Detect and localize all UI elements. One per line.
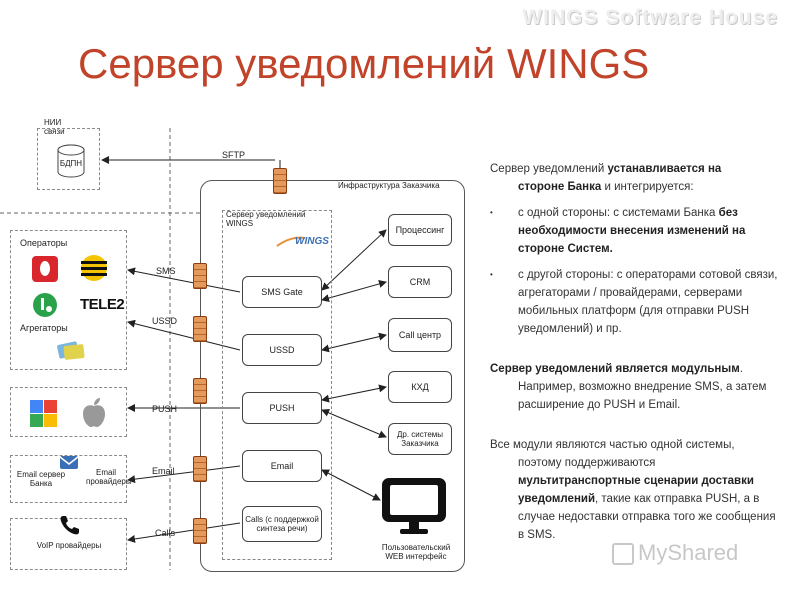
bullet-1-text: с одной стороны: с системами Банка (518, 207, 719, 219)
nii-label: НИИ связи (44, 118, 65, 137)
description-paragraph-2-cont: Например, возможно внедрение SMS, а зате… (490, 378, 780, 414)
callcenter-arrow (321, 332, 387, 353)
email-providers-label: Email провайдеры (86, 468, 132, 487)
p3-text-3: , такие как отправка PUSH, а в случае не… (518, 493, 776, 541)
firewall-icon (193, 263, 207, 289)
p2-bold: Сервер уведомлений является модульным (490, 363, 740, 375)
monitor-icon (382, 478, 446, 534)
p1-text: Сервер уведомлений (490, 163, 608, 175)
bdpn-label: БДПН (59, 159, 83, 168)
crm-arrow (321, 280, 387, 302)
system-crm: CRM (388, 266, 452, 298)
wings-swoosh-icon (276, 236, 306, 247)
page-title: Сервер уведомлений WINGS (78, 40, 650, 87)
megafon-logo-icon (33, 293, 57, 317)
p3-bold: мультитранспортные сценарии доставки уве… (518, 475, 754, 505)
watermark-text: MyShared (638, 540, 739, 565)
firewall-icon (193, 456, 207, 482)
mts-logo-icon (32, 256, 58, 282)
module-sms-gate: SMS Gate (242, 276, 322, 308)
firewall-icon (193, 316, 207, 342)
sftp-label: SFTP (222, 150, 246, 160)
module-push: PUSH (242, 392, 322, 424)
system-kxd: КХД (388, 371, 452, 403)
description-text: Сервер уведомлений устанавливается на ст… (490, 160, 780, 544)
module-email: Email (242, 450, 322, 482)
firewall-icon (193, 378, 207, 404)
p1-bold: устанавливается на (607, 163, 722, 175)
p3-text-2: поэтому поддерживаются (518, 457, 656, 469)
email-bank-label: Email сервер Банка (16, 470, 66, 489)
infra-label: Инфраструктура Заказчика (338, 181, 440, 190)
channel-ussd-label: USSD (152, 316, 178, 326)
bullet-1-bold: без необходимости внесения изменений на … (518, 207, 746, 255)
watermark: MyShared (612, 540, 738, 566)
server-label: Сервер уведомлений WINGS (226, 210, 306, 229)
phone-icon (60, 516, 79, 535)
firewall-icon (273, 168, 287, 194)
system-other: Др. системы Заказчика (388, 423, 452, 455)
module-calls: Calls (с поддержкой синтеза речи) (242, 506, 322, 542)
aggregators-label: Агрегаторы (20, 323, 68, 333)
sms-arrow (127, 267, 241, 293)
kxd-arrow (321, 384, 387, 403)
bullet-1: с одной стороны: с системами Банка без н… (490, 204, 780, 258)
email-arrow (127, 465, 241, 484)
wings-server-box (222, 210, 332, 560)
system-call-center: Call центр (388, 318, 452, 352)
p1-bold-2: стороне Банка (518, 181, 602, 193)
channel-push-label: PUSH (152, 404, 178, 414)
other-systems-arrow (321, 409, 387, 438)
beeline-logo-icon (81, 255, 107, 281)
bullet-2: с другой стороны: с операторами сотовой … (490, 266, 780, 338)
firewall-icon (193, 518, 207, 544)
p1-text-2: и интегрируется: (601, 181, 694, 193)
module-ussd: USSD (242, 334, 322, 366)
channel-email-label: Email (152, 466, 175, 476)
description-paragraph-2: Сервер уведомлений является модульным. (490, 360, 780, 378)
voip-label: VoIP провайдеры (36, 541, 102, 550)
system-processing: Процессинг (388, 214, 452, 246)
calls-arrow (127, 522, 241, 543)
description-paragraph-3: Все модули являются частью одной системы… (490, 436, 780, 454)
p2-text: Например, возможно внедрение SMS, а зате… (518, 381, 767, 411)
sms-cards-icon (57, 341, 85, 360)
operators-label: Операторы (20, 238, 68, 248)
ussd-arrow (127, 319, 241, 351)
email-box (10, 455, 127, 503)
processing-arrow (321, 229, 387, 291)
channel-calls-label: Calls (155, 528, 176, 538)
channel-sms-label: SMS (156, 266, 176, 276)
brand-watermark: WINGS Software House (522, 6, 778, 29)
description-paragraph-3-cont: поэтому поддерживаются мультитранспортны… (490, 454, 780, 544)
tele2-logo-text: TELE2 (80, 296, 125, 313)
watermark-icon (612, 543, 634, 566)
email-envelope-icon (59, 456, 79, 469)
operators-box (10, 230, 127, 370)
wings-logo-text: WINGS (295, 236, 329, 247)
google-logo-icon (30, 400, 57, 427)
web-interface-label: Пользовательский WEB интерфейс (381, 543, 451, 562)
mobile-platforms-box (10, 387, 127, 437)
p3-text: Все модули являются частью одной системы… (490, 439, 735, 451)
apple-logo-icon (83, 398, 105, 427)
p2-dot: . (739, 363, 743, 375)
bullet-2-text: с другой стороны: с операторами сотовой … (518, 269, 778, 335)
voip-box (10, 518, 127, 570)
customer-infrastructure-box (200, 180, 465, 572)
description-paragraph-1: Сервер уведомлений устанавливается на ст… (490, 160, 780, 196)
database-icon (57, 144, 85, 178)
nii-box (37, 128, 100, 190)
